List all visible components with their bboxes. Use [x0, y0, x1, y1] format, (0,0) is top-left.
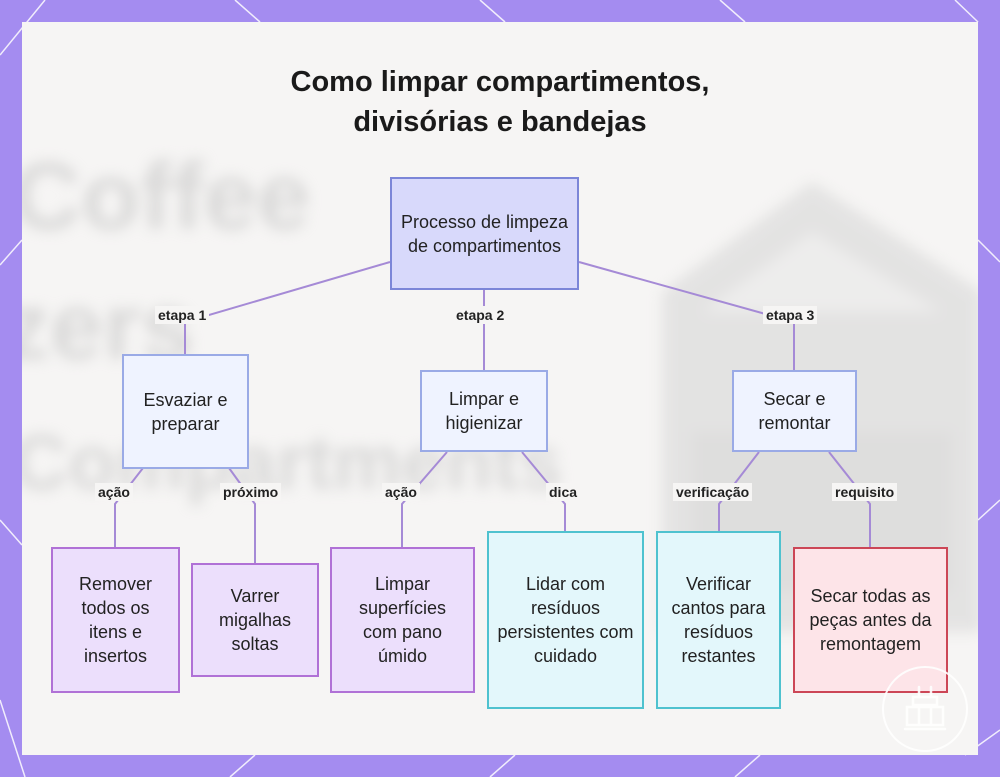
leaf-node-sweep-crumbs: Varrer migalhas soltas — [191, 563, 319, 677]
leaf-node-check-corners: Verificar cantos para resíduos restantes — [656, 531, 781, 709]
edge-label-requirement: requisito — [832, 483, 898, 501]
edge-step2-leaf3 — [401, 451, 448, 547]
edge-label-next: próximo — [220, 483, 282, 501]
leaf-node-remove-items: Remover todos os itens e insertos — [51, 547, 180, 693]
leaf-node-stubborn-residue: Lidar com resíduos persistentes com cuid… — [487, 531, 644, 709]
edge-root-step1 — [184, 261, 391, 355]
brand-logo — [882, 666, 968, 752]
edge-label-step3: etapa 3 — [763, 306, 818, 324]
edge-root-step3 — [578, 261, 795, 371]
step-node-2: Limpar e higienizar — [420, 370, 548, 452]
root-node: Processo de limpeza de compartimentos — [390, 177, 579, 290]
edge-label-tip: dica — [546, 483, 581, 501]
leaf-node-wipe-surfaces: Limpar superfícies com pano úmido — [330, 547, 475, 693]
edge-step3-leaf5 — [718, 451, 760, 531]
background-word: Coffee — [22, 143, 311, 250]
edge-step1-leaf1 — [114, 467, 144, 547]
title-line-1: Como limpar compartimentos, — [290, 66, 710, 98]
diagram-card: Coffee zers Compartments Como limpar com… — [22, 22, 978, 755]
title-line-2: divisórias e bandejas — [353, 106, 647, 138]
edge-label-check: verificação — [673, 483, 753, 501]
edge-step1-leaf2 — [228, 467, 256, 563]
step-node-1: Esvaziar e preparar — [122, 354, 249, 469]
edge-label-action-1: ação — [95, 483, 133, 501]
edge-label-step1: etapa 1 — [155, 306, 210, 324]
edge-step3-leaf6 — [828, 451, 871, 547]
step-node-3: Secar e remontar — [732, 370, 857, 452]
page-title: Como limpar compartimentos, divisórias e… — [22, 62, 978, 142]
edge-step2-leaf4 — [521, 451, 566, 531]
edge-label-action-2: ação — [382, 483, 420, 501]
edge-label-step2: etapa 2 — [453, 306, 508, 324]
kitchen-organizer-icon — [903, 685, 947, 731]
